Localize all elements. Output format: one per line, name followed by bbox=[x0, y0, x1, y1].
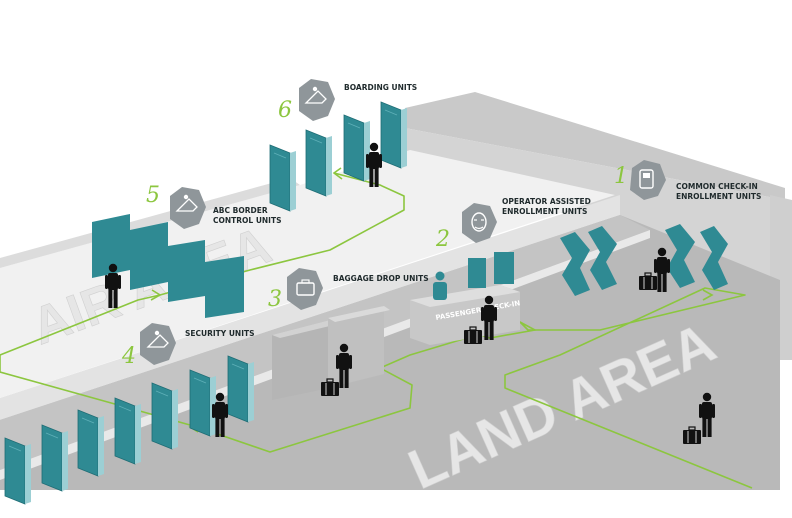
unit-1-number: 1 bbox=[614, 164, 628, 189]
security-scan-icon bbox=[146, 330, 169, 348]
unit-1-badge bbox=[630, 160, 666, 200]
unit-5-callout: 5 ABC BORDER CONTROL UNITS bbox=[146, 183, 282, 229]
path-arrow-4 bbox=[150, 289, 162, 301]
unit-2-callout: 2 OPERATOR ASSISTED ENROLLMENT UNITS bbox=[435, 197, 591, 252]
unit-6-badge bbox=[299, 79, 335, 121]
unit-1-callout: 1 COMMON CHECK-IN ENROLLMENT UNITS bbox=[614, 160, 761, 201]
checkin-kiosks bbox=[560, 224, 728, 296]
unit-1-label-line2: ENROLLMENT UNITS bbox=[676, 192, 761, 201]
upper-wall bbox=[0, 178, 300, 268]
unit-3-badge bbox=[287, 268, 323, 310]
unit-2-label-line1: OPERATOR ASSISTED bbox=[502, 197, 591, 206]
path-arrow-1 bbox=[702, 289, 714, 301]
border-scan-icon bbox=[175, 194, 198, 212]
unit-4-callout: 4 SECURITY UNITS bbox=[121, 323, 255, 369]
unit-6-callout: 6 BOARDING UNITS bbox=[278, 79, 417, 123]
checkin-kiosk-icon bbox=[639, 169, 654, 189]
suitcase-icon bbox=[296, 279, 315, 296]
unit-2-number: 2 bbox=[435, 227, 450, 252]
back-wall-top bbox=[405, 92, 785, 200]
abc-border-gates bbox=[92, 214, 244, 318]
unit-2-badge bbox=[462, 203, 497, 243]
operator-face-icon bbox=[471, 212, 487, 232]
passenger-path bbox=[0, 172, 753, 489]
unit-6-number: 6 bbox=[278, 98, 292, 123]
unit-4-badge bbox=[140, 323, 176, 365]
unit-3-number: 3 bbox=[268, 287, 282, 312]
unit-5-badge bbox=[170, 187, 206, 229]
unit-3-label-line1: BAGGAGE DROP UNITS bbox=[333, 274, 429, 283]
unit-6-label-line1: BOARDING UNITS bbox=[344, 83, 417, 92]
unit-4-number: 4 bbox=[121, 344, 136, 369]
unit-2-label-line2: ENROLLMENT UNITS bbox=[502, 207, 587, 216]
unit-4-label-line1: SECURITY UNITS bbox=[185, 329, 255, 338]
unit-5-number: 5 bbox=[146, 183, 160, 208]
unit-3-callout: 3 BAGGAGE DROP UNITS bbox=[268, 268, 429, 312]
path-arrow-5 bbox=[332, 167, 343, 180]
unit-1-label-line1: COMMON CHECK-IN bbox=[676, 182, 758, 191]
unit-5-label-line2: CONTROL UNITS bbox=[213, 216, 282, 225]
boarding-scan-icon bbox=[304, 86, 327, 104]
unit-5-label-line1: ABC BORDER bbox=[213, 206, 268, 215]
